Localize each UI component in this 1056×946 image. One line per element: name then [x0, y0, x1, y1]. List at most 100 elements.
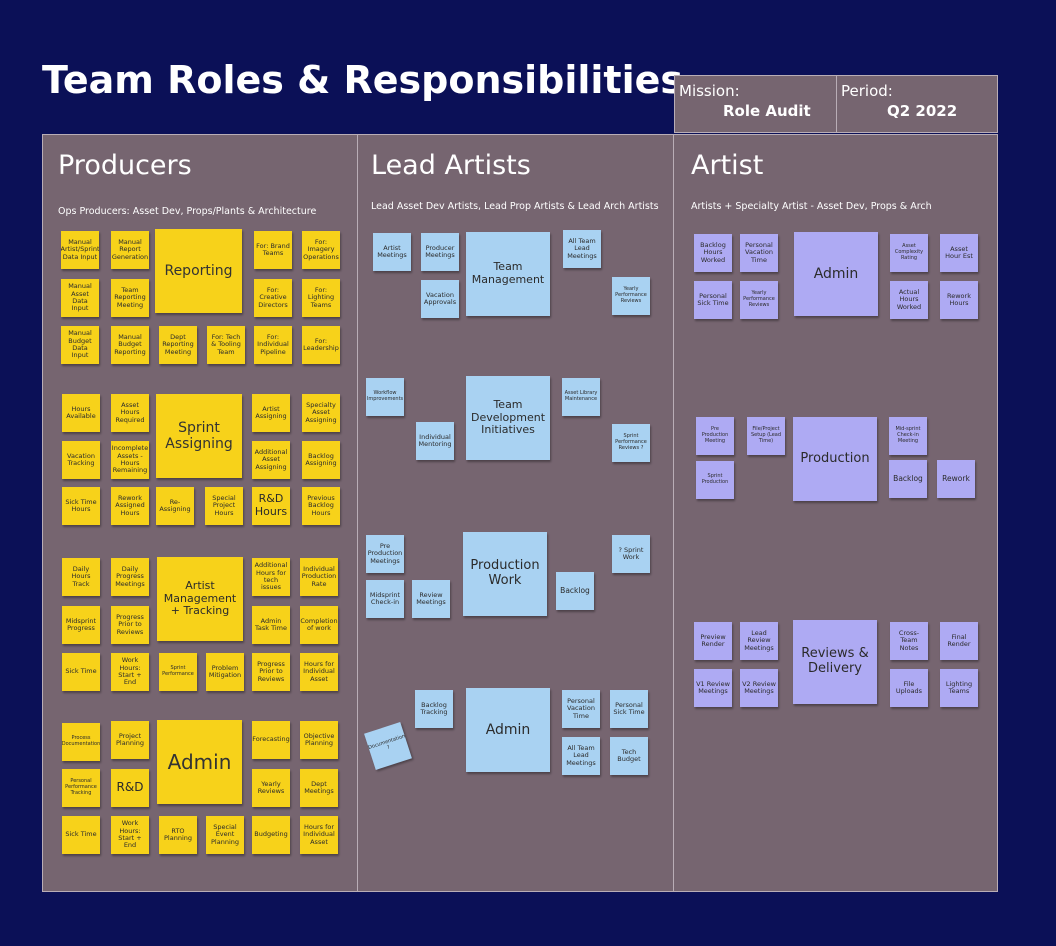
sticky-note[interactable]: Preview Render [694, 622, 732, 660]
sticky-note[interactable]: Artist Meetings [373, 233, 411, 271]
sticky-note[interactable]: V2 Review Meetings [740, 669, 778, 707]
sticky-note[interactable]: Yearly Performance Reviews [612, 277, 650, 315]
sticky-note[interactable]: Daily Hours Track [62, 558, 100, 596]
sticky-note[interactable]: Asset Complexity Rating [890, 234, 928, 272]
sticky-note[interactable]: Individual Production Rate [300, 558, 338, 596]
sticky-note[interactable]: Tech Budget [610, 737, 648, 775]
sticky-note[interactable]: ? Sprint Work [612, 535, 650, 573]
sticky-note[interactable]: Lighting Teams [940, 669, 978, 707]
sticky-note[interactable]: Asset Hours Required [111, 394, 149, 432]
sticky-note[interactable]: Asset Library Maintenance [562, 378, 600, 416]
sticky-note[interactable]: Objective Planning [300, 721, 338, 759]
sticky-note[interactable]: Cross-Team Notes [890, 622, 928, 660]
sticky-note[interactable]: Hours for Individual Asset [300, 653, 338, 691]
sticky-note[interactable]: Yearly Reviews [252, 769, 290, 807]
sticky-note-main[interactable]: Reviews & Delivery [793, 620, 877, 704]
sticky-note[interactable]: Hours Available [62, 394, 100, 432]
sticky-note[interactable]: Sick Time Hours [62, 487, 100, 525]
sticky-note[interactable]: V1 Review Meetings [694, 669, 732, 707]
sticky-note[interactable]: Incomplete Assets - Hours Remaining [111, 441, 149, 479]
sticky-note[interactable]: Progress Prior to Reviews [252, 653, 290, 691]
period-value[interactable]: Q2 2022 [887, 102, 958, 120]
sticky-note[interactable]: Workflow Improvements [366, 378, 404, 416]
sticky-note[interactable]: Problem Mitigation [206, 653, 244, 691]
sticky-note-main[interactable]: Production Work [463, 532, 547, 616]
sticky-note[interactable]: Pre Production Meeting [696, 417, 734, 455]
sticky-note[interactable]: Yearly Performance Reviews [740, 281, 778, 319]
sticky-note[interactable]: R&D Hours [252, 487, 290, 525]
sticky-note[interactable]: Hours for Individual Asset [300, 816, 338, 854]
sticky-note[interactable]: All Team Lead Meetings [562, 737, 600, 775]
sticky-note[interactable]: Personal Sick Time [694, 281, 732, 319]
sticky-note[interactable]: Process Documentation [62, 723, 100, 761]
sticky-note[interactable]: Sprint Production [696, 461, 734, 499]
sticky-note[interactable]: Completion of work [300, 606, 338, 644]
sticky-note[interactable]: Asset Hour Est [940, 234, 978, 272]
sticky-note[interactable]: Backlog [889, 460, 927, 498]
sticky-note[interactable]: Backlog Hours Worked [694, 234, 732, 272]
sticky-note[interactable]: Sprint Performance [159, 653, 197, 691]
sticky-note[interactable]: Additional Hours for tech issues [252, 558, 290, 596]
sticky-note-main[interactable]: Sprint Assigning [156, 394, 242, 478]
sticky-note[interactable]: RTO Planning [159, 816, 197, 854]
sticky-note[interactable]: For: Creative Directors [254, 279, 292, 317]
sticky-note[interactable]: For: Individual Pipeline [254, 326, 292, 364]
sticky-note[interactable]: Pre Production Meetings [366, 535, 404, 573]
sticky-note[interactable]: Sprint Performance Reviews ? [612, 424, 650, 462]
sticky-note[interactable]: Forecasting [252, 721, 290, 759]
sticky-note[interactable]: Personal Sick Time [610, 690, 648, 728]
sticky-note[interactable]: Work Hours: Start + End [111, 816, 149, 854]
sticky-note[interactable]: Budgeting [252, 816, 290, 854]
sticky-note-main[interactable]: Admin [466, 688, 550, 772]
sticky-note[interactable]: Specialty Asset Assigning [302, 394, 340, 432]
sticky-note[interactable]: For: Imagery Operations [302, 231, 340, 269]
sticky-note[interactable]: Additional Asset Assigning [252, 441, 290, 479]
sticky-note[interactable]: Manual Budget Reporting [111, 326, 149, 364]
sticky-note[interactable]: Producer Meetings [421, 233, 459, 271]
sticky-note[interactable]: Dept Reporting Meeting [159, 326, 197, 364]
sticky-note[interactable]: Special Project Hours [205, 487, 243, 525]
sticky-note[interactable]: Work Hours: Start + End [111, 653, 149, 691]
sticky-note[interactable]: Final Render [940, 622, 978, 660]
sticky-note[interactable]: Progress Prior to Reviews [111, 606, 149, 644]
sticky-note[interactable]: File/Project Setup (Lead Time) [747, 417, 785, 455]
sticky-note[interactable]: Rework Hours [940, 281, 978, 319]
sticky-note[interactable]: Backlog [556, 572, 594, 610]
sticky-note[interactable]: Individual Mentoring [416, 422, 454, 460]
mission-value[interactable]: Role Audit [723, 102, 811, 120]
sticky-note[interactable]: Manual Budget Data Input [61, 326, 99, 364]
sticky-note[interactable]: Manual Artist/Sprint Data Input [61, 231, 99, 269]
sticky-note[interactable]: R&D [111, 769, 149, 807]
sticky-note[interactable]: Rework [937, 460, 975, 498]
sticky-note[interactable]: Daily Progress Meetings [111, 558, 149, 596]
sticky-note[interactable]: Sick Time [62, 816, 100, 854]
sticky-note[interactable]: Manual Report Generation [111, 231, 149, 269]
sticky-note[interactable]: Personal Vacation Time [740, 234, 778, 272]
sticky-note[interactable]: Admin Task Time [252, 606, 290, 644]
sticky-note-main[interactable]: Artist Management + Tracking [157, 557, 243, 641]
sticky-note[interactable]: Dept Meetings [300, 769, 338, 807]
sticky-note[interactable]: Sick Time [62, 653, 100, 691]
sticky-note[interactable]: Lead Review Meetings [740, 622, 778, 660]
sticky-note[interactable]: Re-Assigning [156, 487, 194, 525]
sticky-note[interactable]: Personal Performance Tracking [62, 769, 100, 807]
sticky-note[interactable]: Midsprint Progress [62, 606, 100, 644]
sticky-note[interactable]: Special Event Planning [206, 816, 244, 854]
sticky-note[interactable]: File Uploads [890, 669, 928, 707]
sticky-note[interactable]: For: Lighting Teams [302, 279, 340, 317]
sticky-note[interactable]: Manual Asset Data Input [61, 279, 99, 317]
sticky-note[interactable]: For: Tech & Tooling Team [207, 326, 245, 364]
sticky-note-main[interactable]: Team Management [466, 232, 550, 316]
sticky-note[interactable]: Vacation Tracking [62, 441, 100, 479]
sticky-note-main[interactable]: Team Development Initiatives [466, 376, 550, 460]
sticky-note[interactable]: Backlog Assigning [302, 441, 340, 479]
sticky-note[interactable]: Mid-sprint Check-in Meeting [889, 417, 927, 455]
sticky-note[interactable]: Team Reporting Meeting [111, 279, 149, 317]
sticky-note[interactable]: Review Meetings [412, 580, 450, 618]
sticky-note-main[interactable]: Admin [794, 232, 878, 316]
sticky-note[interactable]: Personal Vacation Time [562, 690, 600, 728]
sticky-note[interactable]: Artist Assigning [252, 394, 290, 432]
sticky-note-main[interactable]: Admin [157, 720, 242, 804]
sticky-note[interactable]: Midsprint Check-in [366, 580, 404, 618]
sticky-note[interactable]: For: Leadership [302, 326, 340, 364]
